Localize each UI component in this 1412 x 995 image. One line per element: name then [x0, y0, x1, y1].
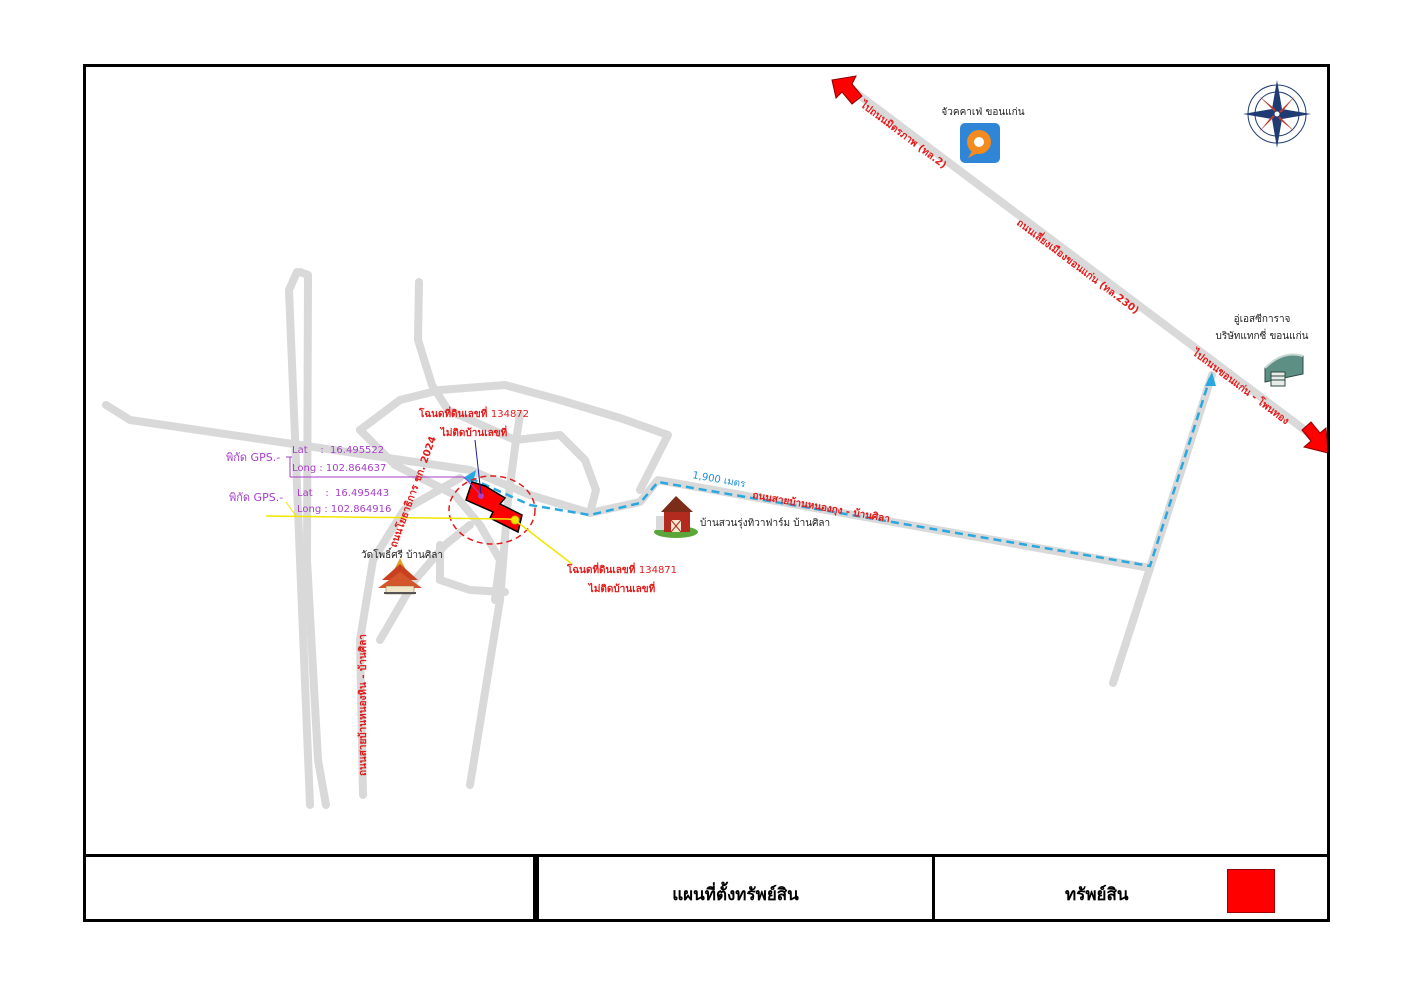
legend-cell-title: แผนที่ตั้งทรัพย์สิน	[536, 854, 935, 922]
road-loop-3	[466, 411, 524, 789]
gps-b-long: Long : 102.864916	[297, 504, 391, 515]
road-loop	[356, 381, 672, 494]
garage-icon	[1264, 353, 1304, 387]
highway-road	[851, 88, 1322, 444]
compass-rose-icon	[1243, 80, 1311, 148]
property-label: ทรัพย์สิน	[1065, 885, 1129, 905]
road-west-vertical	[285, 268, 314, 809]
gps-b-lat: Lat : 16.495443	[297, 488, 389, 499]
farm-barn-icon	[654, 496, 698, 538]
deed-b-pointer	[515, 520, 573, 565]
property-swatch	[1227, 869, 1275, 913]
road-label-nong-hin: ถนนสายบ้านหนองหิน - บ้านศิลา	[357, 634, 369, 776]
road-sw	[376, 521, 474, 644]
cafe-label: จัวคคาเฟ่ ขอนแก่น	[941, 107, 1024, 118]
farm-label: บ้านสวนรุ่งทิวาฟาร์ม บ้านศิลา	[700, 517, 830, 529]
temple-icon	[378, 558, 422, 595]
gps-a-line	[290, 476, 482, 496]
gps-b-tick	[285, 501, 297, 517]
road-south-branch	[1109, 564, 1154, 687]
garage-label-line2: บริษัทแทกซี่ ขอนแก่น	[1216, 328, 1309, 342]
parcel-a-note: ไม่ติดบ้านเลขที่	[440, 425, 508, 439]
gps-a-label: พิกัด GPS.-	[226, 451, 280, 464]
gps-a-long: Long : 102.864637	[292, 463, 386, 474]
deed-a-pointer	[474, 439, 482, 495]
parcel-b-note: ไม่ติดบ้านเลขที่	[588, 581, 656, 595]
road-north-1	[414, 278, 452, 414]
legend-cell-blank	[83, 854, 536, 922]
road-inner	[356, 426, 504, 604]
parcel-a-marker	[478, 493, 484, 499]
route-arrow-head-north	[1205, 372, 1216, 386]
parcel-b-deed: โฉนดที่ดินเลขที่ 134871	[566, 562, 677, 576]
direction-arrow-icon	[831, 75, 1329, 454]
road-2024	[356, 474, 464, 799]
legend-cell-property: ทรัพย์สิน	[935, 854, 1330, 922]
property-circle	[448, 475, 536, 545]
legend-bar: แผนที่ตั้งทรัพย์สิน ทรัพย์สิน	[83, 854, 1330, 922]
gps-a-lat: Lat : 16.495522	[292, 445, 384, 456]
cafe-icon	[960, 123, 1000, 163]
gps-b-line	[265, 515, 516, 521]
route-dashed	[469, 377, 1212, 568]
road-west-vertical-2	[296, 268, 330, 809]
garage-label-line1: อู่เอสซีการาจ	[1234, 313, 1291, 325]
temple-label: วัดโพธิ์ศรี บ้านศิลา	[361, 547, 443, 561]
map-title: แผนที่ตั้งทรัพย์สิน	[672, 885, 799, 905]
road-loop-2	[444, 406, 600, 517]
route-arrow-head-west	[463, 470, 476, 484]
road-inner-2	[436, 541, 509, 596]
parcel-a-deed: โฉนดที่ดินเลขที่ 134872	[418, 406, 529, 420]
map-frame	[83, 64, 1330, 922]
gps-b-label: พิกัด GPS.-	[229, 491, 283, 504]
